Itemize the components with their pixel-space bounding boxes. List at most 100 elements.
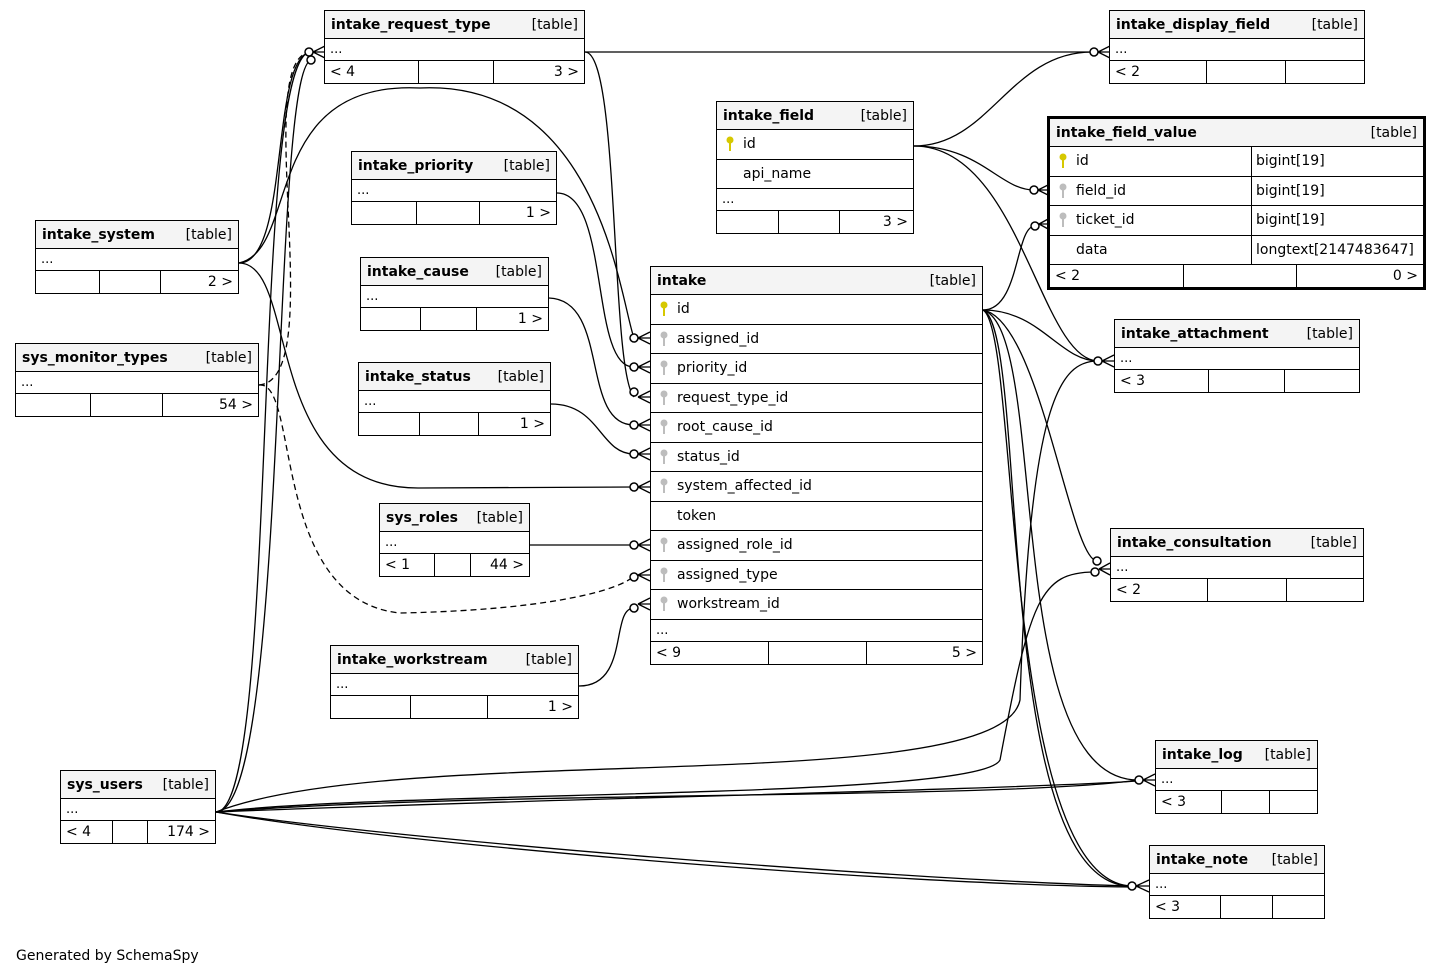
table-intake-workstream[interactable]: intake_workstream[table] ... 1 > xyxy=(330,645,579,719)
table-name[interactable]: sys_users xyxy=(67,776,143,793)
parents-count[interactable]: < 2 xyxy=(1055,268,1081,284)
table-name[interactable]: sys_monitor_types xyxy=(22,349,168,366)
foreign-key-icon xyxy=(651,360,677,376)
table-intake-consultation[interactable]: intake_consultation[table] ... < 2 xyxy=(1110,528,1364,602)
table-sys-monitor-types[interactable]: sys_monitor_types[table] ... 54 > xyxy=(15,343,259,417)
children-count[interactable]: 2 > xyxy=(160,271,238,293)
table-intake[interactable]: intake[table] id assigned_id priority_id… xyxy=(650,266,983,665)
primary-key-icon xyxy=(717,136,743,152)
edge-intake-to-note xyxy=(982,309,1132,887)
table-name[interactable]: intake_system xyxy=(42,226,155,243)
crowfoot-circle xyxy=(1090,567,1100,577)
parents-count[interactable]: < 4 xyxy=(330,64,356,80)
table-name[interactable]: intake_field xyxy=(723,107,815,124)
children-count[interactable]: 174 > xyxy=(147,821,215,843)
parents-count[interactable] xyxy=(352,202,416,224)
children-count[interactable] xyxy=(1284,370,1359,392)
table-name[interactable]: intake_attachment xyxy=(1121,325,1269,342)
column-name: field_id xyxy=(1076,182,1126,199)
table-name[interactable]: intake_workstream xyxy=(337,651,488,668)
children-count[interactable] xyxy=(1272,896,1324,918)
parents-count[interactable]: < 3 xyxy=(1155,899,1181,915)
table-name[interactable]: intake_cause xyxy=(367,263,469,280)
table-name[interactable]: intake_request_type xyxy=(331,16,491,33)
crowfoot-circle xyxy=(629,540,639,550)
table-intake-note[interactable]: intake_note[table] ... < 3 xyxy=(1149,845,1325,919)
children-count[interactable]: 5 > xyxy=(866,641,982,664)
children-count[interactable]: 0 > xyxy=(1296,265,1423,287)
more-columns: ... xyxy=(61,799,215,821)
crowfoot xyxy=(1097,45,1111,59)
crowfoot-circle xyxy=(1089,47,1099,57)
children-count[interactable]: 54 > xyxy=(162,394,258,416)
edge-workstream-to-intake xyxy=(578,607,635,687)
table-sys-users[interactable]: sys_users [table] ... < 4 174 > xyxy=(60,770,216,844)
table-kind: [table] xyxy=(476,509,523,526)
edge-status-to-intake xyxy=(550,403,635,455)
parents-count[interactable]: < 9 xyxy=(656,644,682,661)
crowfoot xyxy=(1142,773,1156,787)
edge-intake-to-consultation xyxy=(982,309,1098,562)
children-count[interactable]: 1 > xyxy=(487,696,578,718)
parents-count[interactable]: < 2 xyxy=(1115,64,1141,80)
column-type: longtext[2147483647] xyxy=(1251,235,1423,264)
children-count[interactable]: 1 > xyxy=(478,413,550,435)
children-count[interactable]: 1 > xyxy=(476,308,548,330)
table-name[interactable]: intake_display_field xyxy=(1116,16,1271,33)
table-kind: [table] xyxy=(162,776,209,793)
crowfoot-circle xyxy=(629,449,639,459)
table-name[interactable]: intake_status xyxy=(365,368,471,385)
parents-count[interactable] xyxy=(717,211,778,233)
table-intake-attachment[interactable]: intake_attachment[table] ... < 3 xyxy=(1114,319,1360,393)
table-intake-system[interactable]: intake_system[table] ... 2 > xyxy=(35,220,239,294)
table-kind: [table] xyxy=(503,157,550,174)
parents-count[interactable] xyxy=(36,271,99,293)
parents-count[interactable] xyxy=(331,696,410,718)
children-count[interactable]: 3 > xyxy=(839,211,913,233)
table-name[interactable]: sys_roles xyxy=(386,509,458,526)
children-count[interactable]: 1 > xyxy=(479,202,556,224)
parents-count[interactable]: < 3 xyxy=(1120,373,1146,389)
children-count[interactable]: 3 > xyxy=(493,61,584,83)
table-intake-field[interactable]: intake_field[table] id api_name ... 3 > xyxy=(716,101,914,234)
parents-count[interactable]: < 2 xyxy=(1116,582,1142,598)
crowfoot-circle xyxy=(1093,356,1103,366)
table-intake-display-field[interactable]: intake_display_field[table] ... < 2 xyxy=(1109,10,1365,84)
parents-count[interactable]: < 4 xyxy=(66,824,92,840)
table-intake-status[interactable]: intake_status[table] ... 1 > xyxy=(358,362,551,436)
parents-count[interactable] xyxy=(359,413,419,435)
children-count[interactable] xyxy=(1286,579,1363,601)
foreign-key-icon xyxy=(651,537,677,553)
more-columns: ... xyxy=(359,391,550,413)
children-count[interactable] xyxy=(1285,61,1364,83)
children-count[interactable]: 44 > xyxy=(470,554,529,576)
crowfoot-circle xyxy=(1127,881,1137,891)
children-count[interactable] xyxy=(1269,791,1317,813)
table-name[interactable]: intake_field_value xyxy=(1056,124,1197,141)
parents-count[interactable]: < 3 xyxy=(1161,794,1187,810)
table-intake-log[interactable]: intake_log[table] ... < 3 xyxy=(1155,740,1318,814)
parents-count[interactable]: < 1 xyxy=(385,557,411,573)
table-intake-cause[interactable]: intake_cause[table] ... 1 > xyxy=(360,257,549,331)
parents-count[interactable] xyxy=(361,308,420,330)
table-name[interactable]: intake xyxy=(657,272,707,289)
table-name[interactable]: intake_consultation xyxy=(1117,534,1272,551)
table-name[interactable]: intake_log xyxy=(1162,746,1243,763)
table-footer: 1 > xyxy=(331,696,578,718)
table-intake-priority[interactable]: intake_priority[table] ... 1 > xyxy=(351,151,557,225)
table-footer: < 2 0 > xyxy=(1050,265,1423,287)
edge-monitor-to-intake xyxy=(258,384,635,614)
table-name[interactable]: intake_priority xyxy=(358,157,474,174)
table-footer: < 4 3 > xyxy=(325,61,584,83)
table-name[interactable]: intake_note xyxy=(1156,851,1249,868)
column-row: assigned_role_id xyxy=(651,531,982,561)
more-columns: ... xyxy=(1156,769,1317,791)
table-kind: [table] xyxy=(525,651,572,668)
crowfoot xyxy=(637,538,651,552)
crowfoot-circle xyxy=(1030,221,1040,231)
parents-count[interactable] xyxy=(16,394,90,416)
